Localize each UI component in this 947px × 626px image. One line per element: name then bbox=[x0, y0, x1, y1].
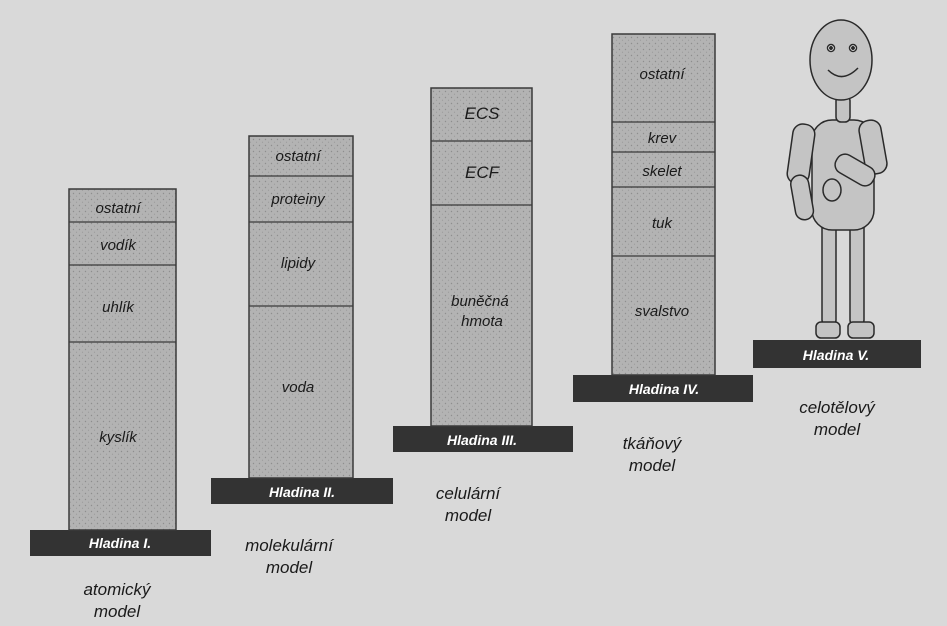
level-1-model-line-1: atomický bbox=[83, 580, 152, 599]
level-4-column: ostatní krev skelet tuk svalstvo bbox=[611, 33, 716, 376]
level-3-column-body bbox=[430, 87, 533, 427]
level-4-segment-krev: krev bbox=[648, 130, 678, 147]
level-4-step bbox=[573, 375, 753, 402]
level-4-column-body bbox=[611, 33, 716, 376]
level-4-segment-svalstvo: svalstvo bbox=[635, 303, 689, 320]
level-4-label: Hladina IV. bbox=[629, 381, 699, 397]
level-5-label: Hladina V. bbox=[803, 347, 869, 363]
level-4-group: Hladina IV. ostatní krev skelet tuk sval… bbox=[573, 33, 753, 475]
level-1-step bbox=[30, 530, 211, 556]
level-3-segment-bunecna-hmota: buněčná hmota bbox=[451, 293, 513, 330]
level-2-segment-proteiny: proteiny bbox=[270, 191, 326, 208]
level-3-group: Hladina III. ECS ECF buněčná hmota celul… bbox=[393, 87, 573, 525]
level-3-segment-line-2: hmota bbox=[461, 313, 503, 330]
level-1-segment-kyslik: kyslík bbox=[99, 429, 138, 446]
level-3-label: Hladina III. bbox=[447, 432, 517, 448]
level-2-label: Hladina II. bbox=[269, 484, 335, 500]
level-3-column: ECS ECF buněčná hmota bbox=[430, 87, 533, 427]
level-4-model-line-1: tkáňový bbox=[623, 434, 683, 453]
level-4-segment-tuk: tuk bbox=[652, 215, 674, 232]
level-1-group: Hladina I. ostatní vodík uhlík kyslík at… bbox=[30, 188, 211, 621]
level-2-column-body bbox=[248, 135, 354, 479]
level-2-model-line-2: model bbox=[266, 558, 314, 577]
level-2-segment-ostatni: ostatní bbox=[275, 148, 322, 165]
level-1-segment-uhlik: uhlík bbox=[102, 299, 135, 316]
stick-figure-person-icon bbox=[786, 19, 888, 339]
level-5-model-line-2: model bbox=[814, 420, 862, 439]
level-2-model-line-1: molekulární bbox=[245, 536, 335, 555]
level-2-step bbox=[211, 478, 393, 504]
level-4-model-line-2: model bbox=[629, 456, 677, 475]
level-1-model-line-2: model bbox=[94, 602, 142, 621]
level-5-step bbox=[753, 340, 921, 368]
level-3-segment-ecs: ECS bbox=[465, 104, 501, 123]
level-1-column-body bbox=[68, 188, 177, 531]
level-3-segment-line-1: buněčná bbox=[451, 293, 509, 310]
level-5-model-line-1: celotělový bbox=[799, 398, 876, 417]
level-2-column: ostatní proteiny lipidy voda bbox=[248, 135, 354, 479]
level-1-column: ostatní vodík uhlík kyslík bbox=[68, 188, 177, 531]
level-2-segment-voda: voda bbox=[282, 379, 315, 396]
level-4-segment-skelet: skelet bbox=[642, 163, 682, 180]
level-1-segment-vodik: vodík bbox=[100, 237, 137, 254]
level-4-segment-ostatni: ostatní bbox=[639, 66, 686, 83]
level-3-step bbox=[393, 426, 573, 452]
level-3-model-line-2: model bbox=[445, 506, 493, 525]
level-1-label: Hladina I. bbox=[89, 535, 151, 551]
level-3-model-line-1: celulární bbox=[436, 484, 503, 503]
level-1-segment-ostatni: ostatní bbox=[95, 200, 142, 217]
level-2-segment-lipidy: lipidy bbox=[281, 255, 317, 272]
level-5-group: Hladina V. bbox=[753, 19, 921, 439]
level-3-segment-ecf: ECF bbox=[465, 163, 501, 182]
level-2-group: Hladina II. ostatní proteiny lipidy voda… bbox=[211, 135, 393, 577]
